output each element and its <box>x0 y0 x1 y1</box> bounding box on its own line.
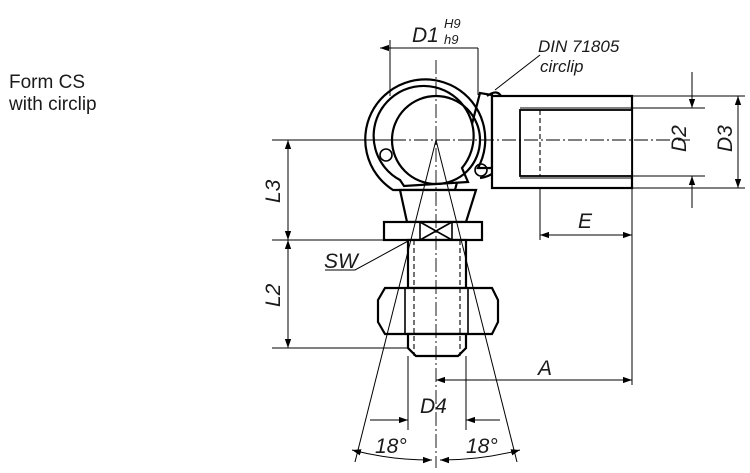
circlip-label: circlip <box>540 57 583 76</box>
a-label: A <box>536 357 552 380</box>
d4-label: D4 <box>420 395 447 418</box>
angle-right-label: 18° <box>466 435 498 458</box>
d1-upper-tolerance: H9 <box>444 16 461 31</box>
d2-label: D2 <box>668 125 691 152</box>
sw-label: SW <box>324 250 360 273</box>
side-threaded-bore <box>490 94 634 190</box>
d1-label: D1 <box>412 24 439 47</box>
d3-label: D3 <box>714 125 737 152</box>
l3-label: L3 <box>262 179 285 203</box>
d1-lower-tolerance: h9 <box>444 32 458 47</box>
dimensions <box>272 40 745 464</box>
form-label-line2: with circlip <box>9 94 97 115</box>
din-label: DIN 71805 <box>538 37 620 56</box>
stem-assembly <box>376 220 500 358</box>
center-lines <box>370 60 690 468</box>
form-label: Form CS with circlip <box>9 72 97 116</box>
form-label-line1: Form CS <box>9 72 85 93</box>
l2-label: L2 <box>262 283 285 307</box>
e-label: E <box>578 210 593 233</box>
angle-left-label: 18° <box>375 435 407 458</box>
ball-socket-head <box>364 78 494 224</box>
